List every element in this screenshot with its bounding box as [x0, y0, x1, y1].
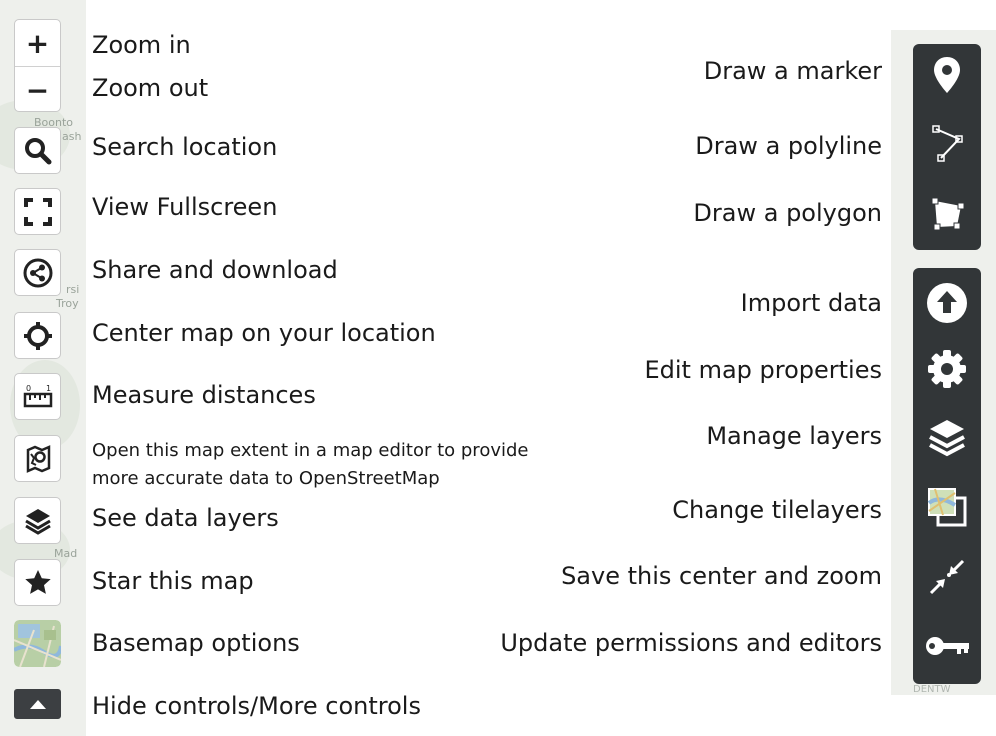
svg-text:0: 0 — [26, 384, 31, 393]
zoom-out-button[interactable]: − — [15, 66, 60, 111]
change-tilelayers-label: Change tilelayers — [672, 496, 882, 524]
search-location-label: Search location — [92, 133, 278, 161]
basemap-options-label: Basemap options — [92, 629, 300, 657]
tilelayers-icon — [927, 488, 967, 527]
manage-layers-label: Manage layers — [706, 422, 882, 450]
share-download-label: Share and download — [92, 256, 338, 284]
share-icon — [23, 258, 52, 287]
layers-icon — [24, 508, 51, 535]
zoom-control: + − — [14, 19, 61, 112]
gear-icon — [928, 350, 966, 388]
map-properties-button[interactable] — [913, 344, 981, 394]
locate-icon — [23, 321, 52, 350]
data-layers-button[interactable] — [14, 497, 61, 544]
map-place-label: Troy — [56, 297, 79, 310]
map-place-label: Mad — [54, 547, 78, 560]
draw-polyline-button[interactable] — [913, 118, 981, 168]
draw-polygon-label: Draw a polygon — [693, 199, 882, 227]
hide-controls-label: Hide controls/More controls — [92, 692, 421, 720]
draw-polygon-button[interactable] — [913, 188, 981, 238]
zoom-in-button[interactable]: + — [25, 26, 50, 60]
measure-button[interactable]: 0 1 — [14, 373, 61, 420]
layers-icon — [929, 420, 965, 457]
map-place-label: DENTW — [913, 684, 951, 695]
fullscreen-icon — [23, 197, 52, 226]
fullscreen-button[interactable] — [14, 188, 61, 235]
polygon-icon — [931, 197, 965, 231]
star-map-label: Star this map — [92, 567, 254, 595]
star-button[interactable] — [14, 559, 61, 606]
update-permissions-label: Update permissions and editors — [500, 629, 882, 657]
zoom-in-label: Zoom in — [92, 31, 191, 59]
map-editor-label: Open this map extent in a map editor to … — [92, 440, 529, 489]
permissions-button[interactable] — [913, 621, 981, 671]
data-layers-label: See data layers — [92, 504, 279, 532]
center-location-label: Center map on your location — [92, 319, 436, 347]
draw-polyline-label: Draw a polyline — [695, 132, 882, 160]
fullscreen-label: View Fullscreen — [92, 193, 278, 221]
import-data-label: Import data — [740, 289, 882, 317]
map-editor-icon — [26, 444, 50, 473]
star-icon — [24, 569, 51, 594]
triangle-up-icon — [29, 700, 46, 709]
manage-layers-button[interactable] — [913, 412, 981, 462]
center-zoom-icon — [929, 559, 965, 595]
import-data-button[interactable] — [913, 278, 981, 328]
toggle-controls-button[interactable] — [14, 689, 61, 719]
basemap-thumbnail-icon — [14, 620, 61, 667]
draw-marker-label: Draw a marker — [703, 57, 882, 85]
draw-marker-button[interactable] — [913, 50, 981, 100]
map-editor-button[interactable] — [14, 435, 61, 482]
save-center-zoom-button[interactable] — [913, 552, 981, 602]
map-place-label: rsi — [66, 283, 80, 296]
map-place-label: ash — [62, 130, 82, 143]
map-place-label: Boonto — [34, 116, 74, 129]
key-icon — [926, 637, 969, 655]
edit-toolbar — [913, 268, 981, 684]
zoom-out-label: Zoom out — [92, 74, 209, 102]
save-center-zoom-label: Save this center and zoom — [561, 562, 882, 590]
search-icon — [24, 137, 51, 164]
polyline-icon — [932, 125, 963, 162]
search-button[interactable] — [14, 127, 61, 174]
upload-icon — [927, 283, 967, 323]
svg-text:1: 1 — [46, 384, 51, 393]
edit-map-properties-label: Edit map properties — [644, 356, 882, 384]
ruler-icon: 0 1 — [23, 384, 52, 407]
locate-button[interactable] — [14, 312, 61, 359]
share-button[interactable] — [14, 249, 61, 296]
measure-distances-label: Measure distances — [92, 381, 316, 409]
change-tilelayers-button[interactable] — [913, 482, 981, 532]
basemap-button[interactable] — [14, 620, 61, 667]
marker-icon — [934, 57, 960, 93]
